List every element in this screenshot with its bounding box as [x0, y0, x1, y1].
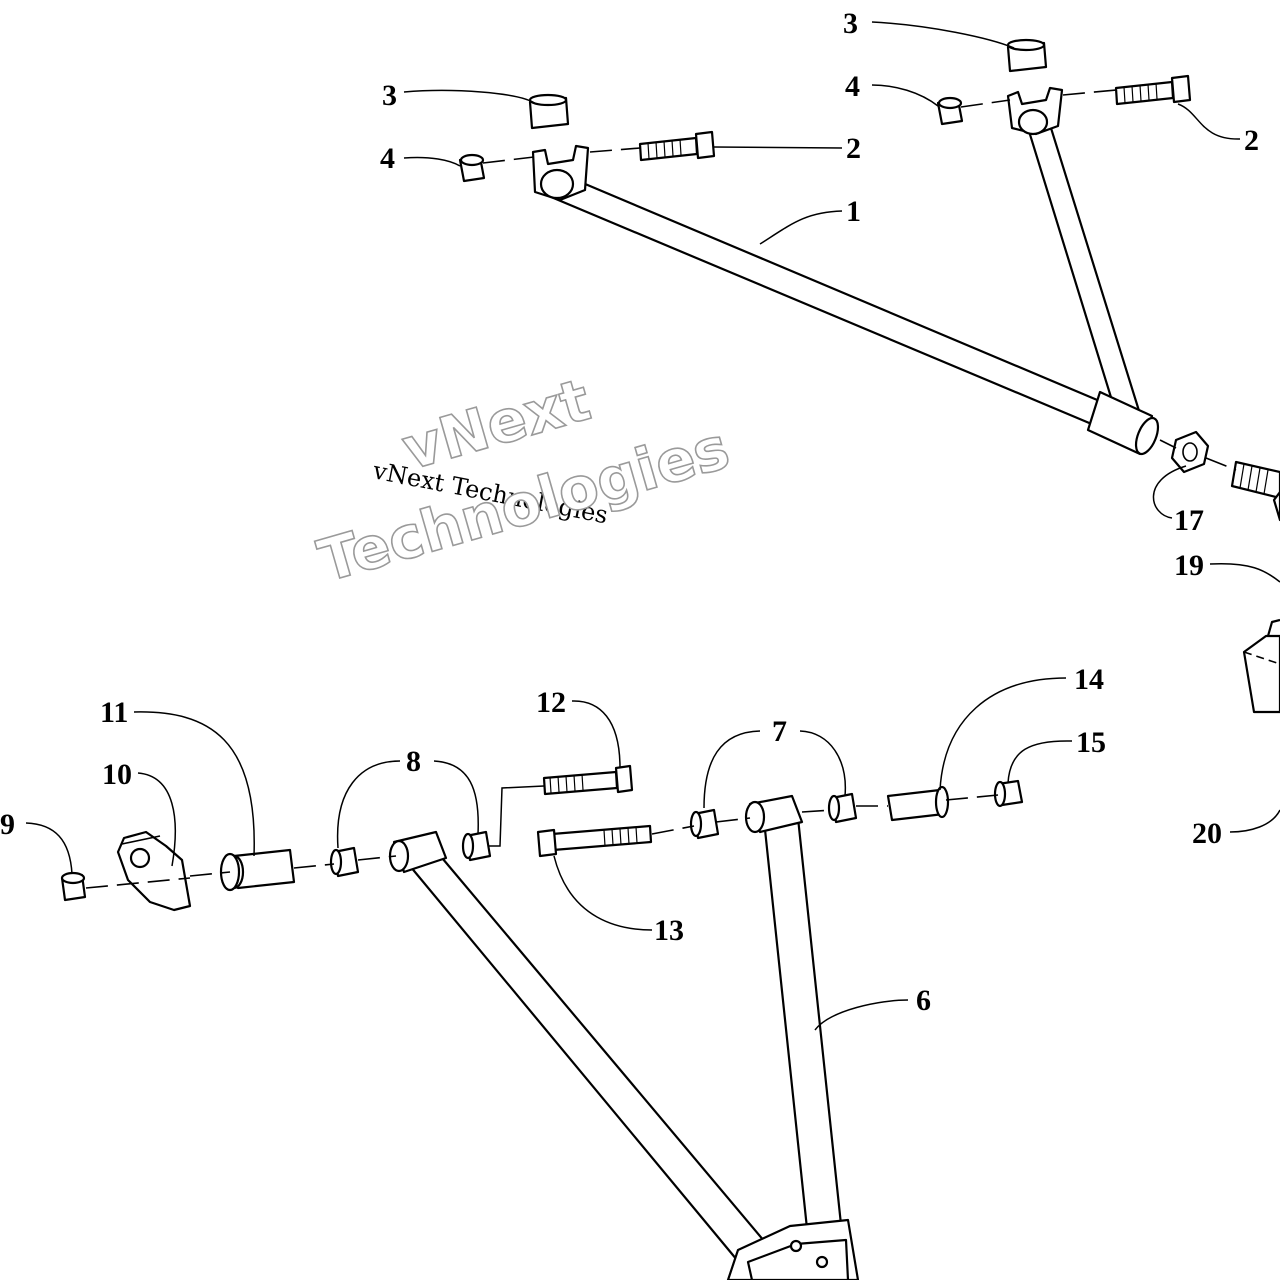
callout-12: 12: [536, 686, 566, 719]
callout-6: 6: [916, 984, 931, 1017]
callout-17: 17: [1174, 504, 1204, 537]
lower-pivot-hardware: [60, 764, 1024, 912]
callout-4-front: 4: [380, 142, 395, 175]
callout-4-rear: 4: [845, 70, 860, 103]
callout-15: 15: [1076, 726, 1106, 759]
callout-14: 14: [1074, 663, 1104, 696]
callout-2-front: 2: [846, 132, 861, 165]
callout-3-rear: 3: [843, 7, 858, 40]
callout-3-front: 3: [382, 79, 397, 112]
callout-numbers: 1 2 2 3 3 4 4 6 7 8 9 10 11 12 13 14 15 …: [0, 7, 1259, 1017]
callout-2-rear: 2: [1244, 124, 1259, 157]
callout-10: 10: [102, 758, 132, 791]
callout-19: 19: [1174, 549, 1204, 582]
callout-8: 8: [406, 745, 421, 778]
lower-a-arm: [388, 794, 860, 1280]
upper-pivot-hardware: [458, 38, 1280, 522]
assembly-axis-lines: [85, 89, 1237, 889]
watermark: vNext Technologies vNext Technologies: [310, 365, 737, 597]
callout-9: 9: [0, 808, 15, 841]
callout-13: 13: [654, 914, 684, 947]
callout-20: 20: [1192, 817, 1222, 850]
callout-1: 1: [846, 195, 861, 228]
callout-leaders: [25, 21, 1280, 1031]
callout-7: 7: [772, 715, 787, 748]
callout-11: 11: [100, 696, 128, 729]
upper-a-arm: [531, 86, 1160, 456]
shock-mount-partial: [1242, 618, 1280, 714]
